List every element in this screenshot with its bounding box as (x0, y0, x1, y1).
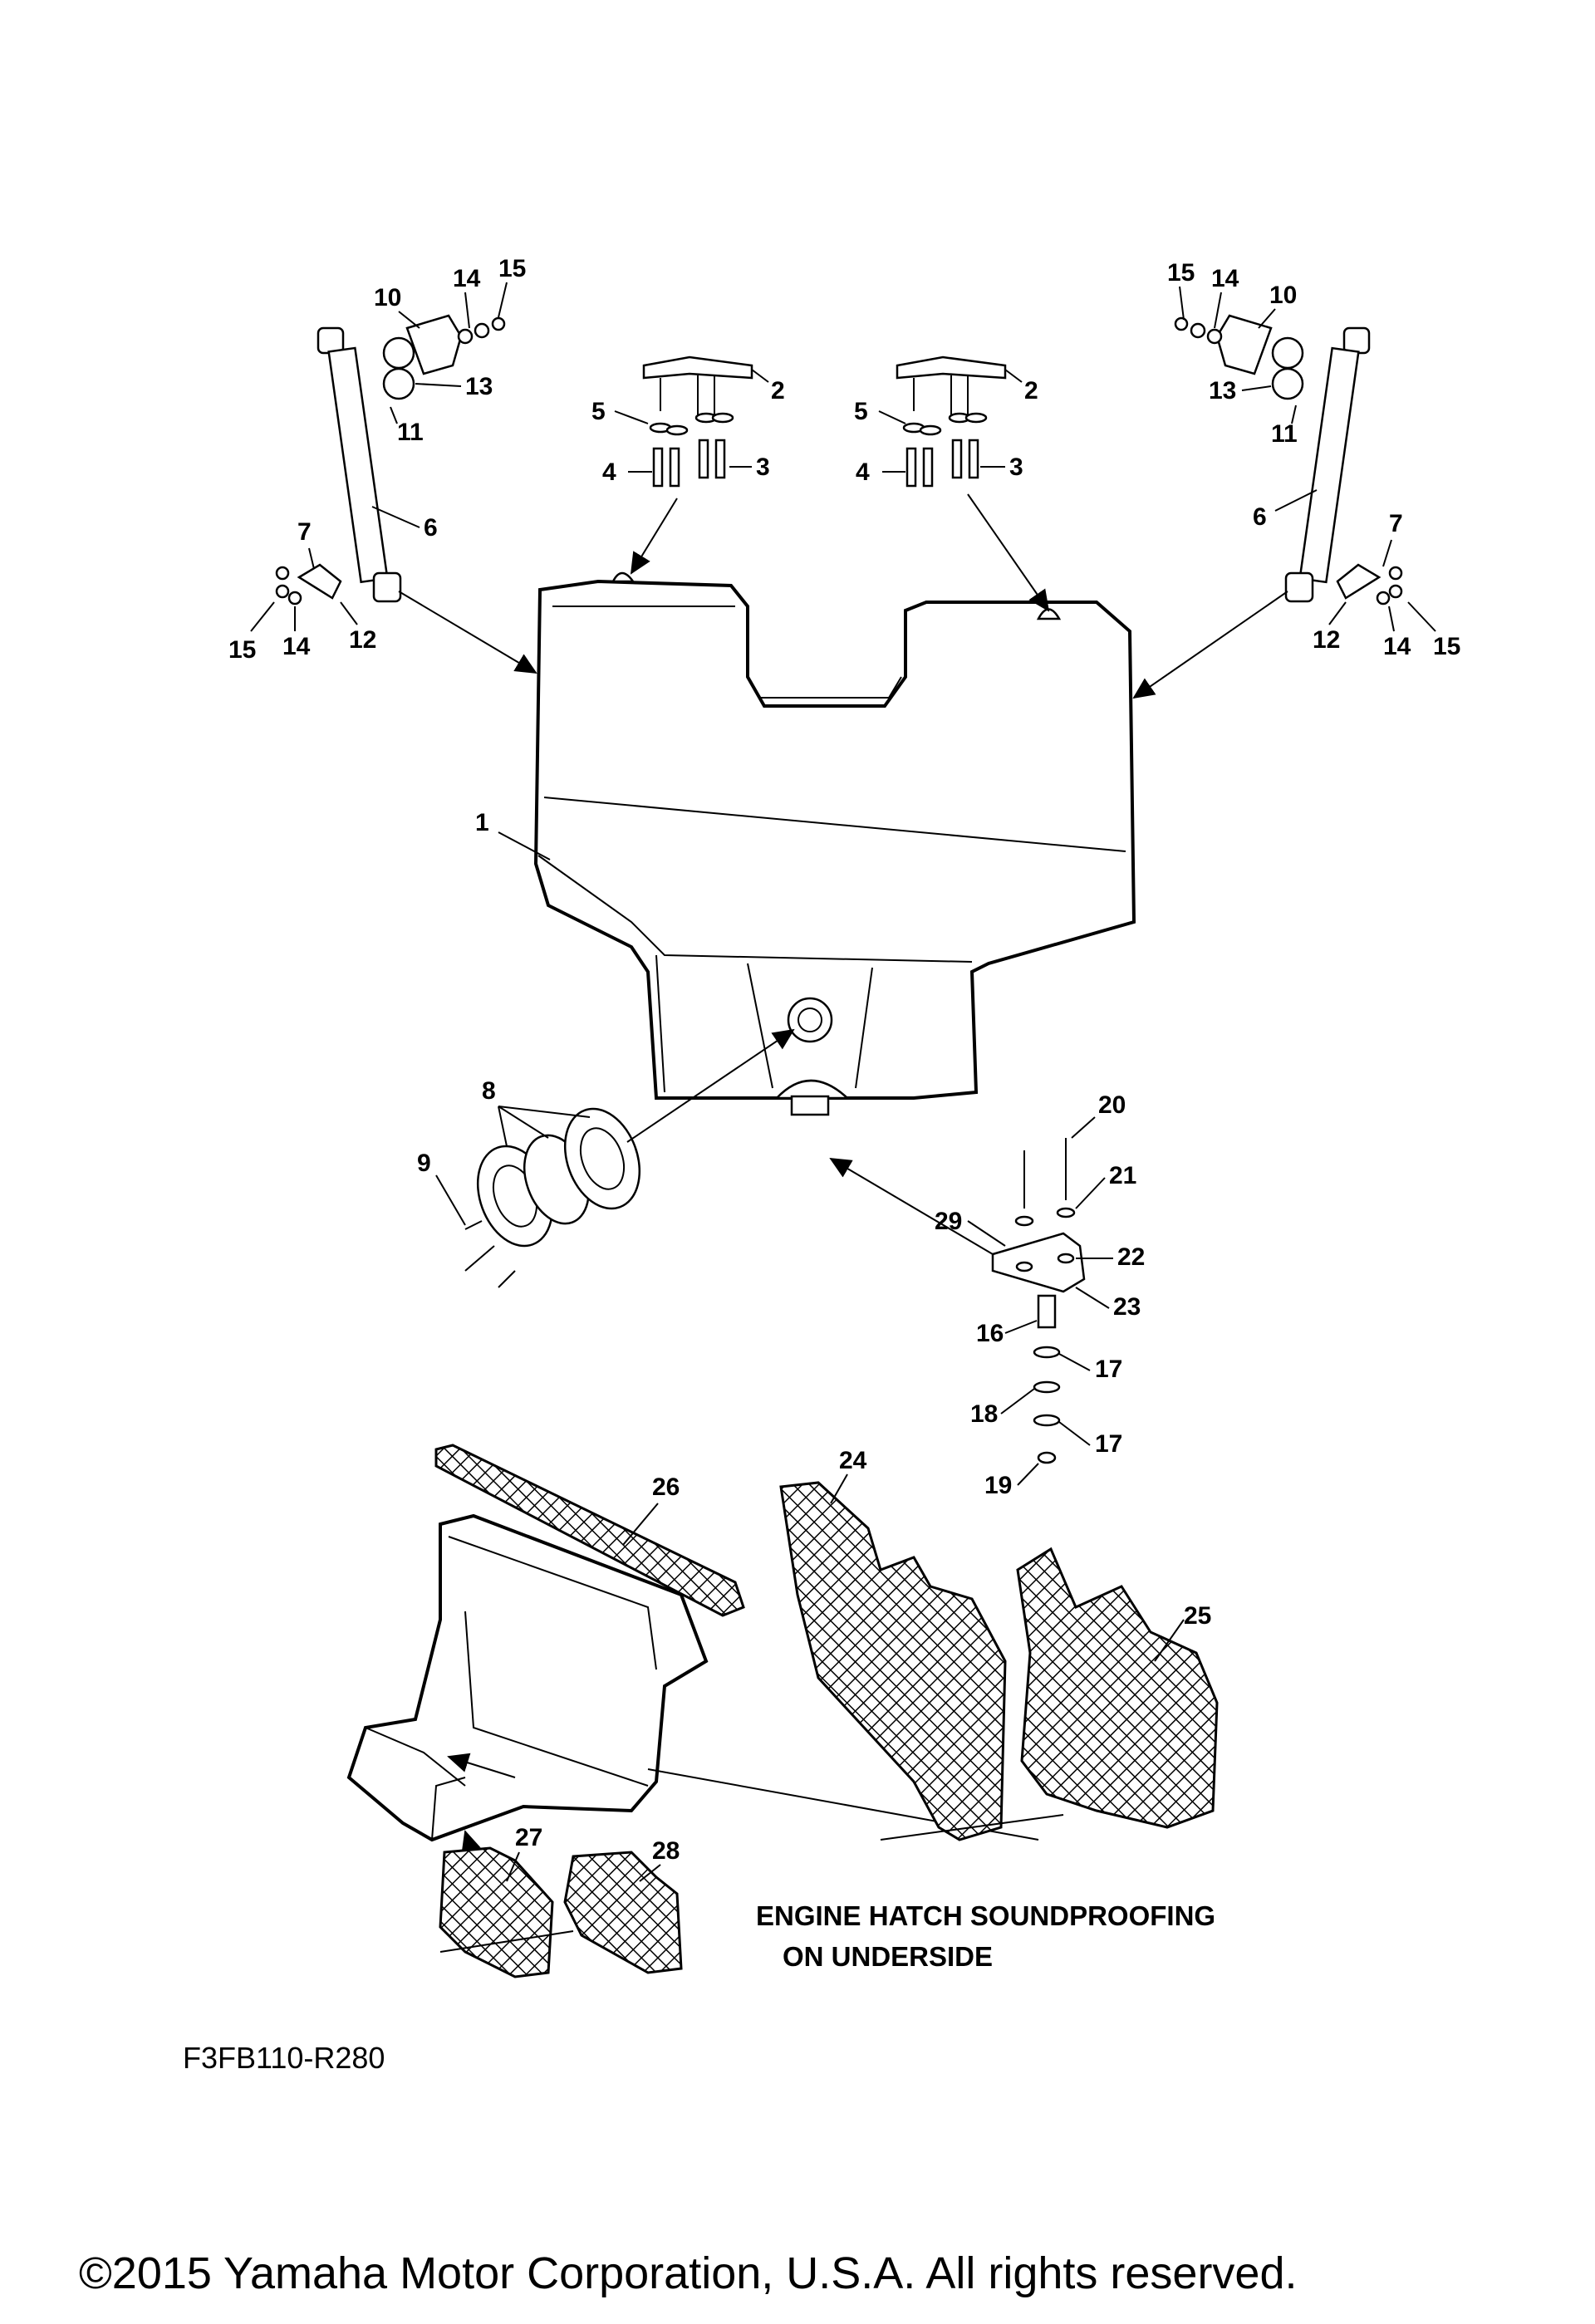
callout-label: 29 (935, 1208, 962, 1235)
foam-pads (434, 1444, 1219, 1978)
callout-label: 10 (374, 284, 401, 311)
gas-strut-right (1132, 314, 1403, 699)
storage-tub (346, 1513, 1039, 1886)
foam-25 (1016, 1547, 1219, 1829)
callout-label: 28 (652, 1837, 680, 1865)
callout-label: 22 (1117, 1243, 1145, 1271)
callout-label: 3 (1009, 454, 1023, 481)
callout-label: 7 (1389, 510, 1403, 537)
callout-label: 14 (1383, 633, 1411, 660)
foam-28 (563, 1851, 683, 1974)
callout-label: 3 (756, 454, 770, 481)
copyright-notice: ©2015 Yamaha Motor Corporation, U.S.A. A… (79, 2248, 1298, 2298)
gas-strut-left (275, 314, 537, 674)
callout-label: 17 (1095, 1356, 1122, 1383)
foam-24 (779, 1481, 1007, 1841)
callout-label: 15 (498, 255, 526, 282)
callout-label: 19 (984, 1472, 1012, 1499)
callout-label: 9 (417, 1150, 431, 1177)
foam-27 (439, 1846, 554, 1978)
callout-label: 1 (475, 809, 489, 836)
callouts-hinge-right: 15 14 10 13 11 6 7 12 14 15 (1167, 259, 1460, 660)
callout-label: 25 (1184, 1602, 1211, 1630)
callout-label: 2 (1024, 377, 1038, 404)
callout-label: 5 (854, 398, 868, 425)
callouts-hinge-left: 10 14 15 13 11 6 7 15 14 12 (228, 255, 526, 664)
callout-label: 14 (1211, 265, 1239, 292)
latch-assembly (829, 1138, 1086, 1464)
vent-assembly (464, 1028, 795, 1288)
callout-label: 15 (228, 636, 256, 664)
callout-label: 13 (465, 373, 493, 400)
callout-label: 6 (1253, 503, 1267, 531)
callout-label: 26 (652, 1473, 680, 1501)
callout-label: 15 (1433, 633, 1460, 660)
callout-label: 12 (1313, 626, 1340, 654)
callouts-foam: 26 24 25 27 28 (506, 1447, 1211, 1882)
callout-label: 21 (1109, 1162, 1136, 1189)
callout-label: 6 (424, 514, 438, 542)
callout-label: 13 (1209, 377, 1236, 404)
engine-hatch (533, 571, 1136, 1116)
callout-label: 20 (1098, 1091, 1126, 1119)
callouts-top: 2 5 3 4 2 5 3 4 (591, 369, 1038, 486)
callout-label: 7 (297, 518, 312, 546)
callout-label: 8 (482, 1077, 496, 1105)
callout-label: 17 (1095, 1430, 1122, 1458)
callout-label: 4 (602, 458, 616, 486)
callout-label: 11 (1271, 420, 1298, 448)
callout-label: 24 (839, 1447, 867, 1474)
callout-label: 5 (591, 398, 606, 425)
callout-label: 12 (349, 626, 376, 654)
diagram-code: F3FB110-R280 (183, 2041, 385, 2075)
callout-label: 11 (397, 419, 424, 446)
callouts-hatch-vent: 1 8 9 (417, 809, 591, 1226)
callout-label: 16 (976, 1320, 1004, 1347)
callout-label: 14 (453, 265, 481, 292)
callout-label: 14 (282, 633, 311, 660)
callout-label: 18 (970, 1400, 998, 1428)
callout-label: 27 (515, 1824, 542, 1851)
callout-label: 2 (771, 377, 785, 404)
hinge-assembly-left (630, 355, 753, 575)
callout-label: 10 (1269, 282, 1297, 309)
callout-label: 15 (1167, 259, 1195, 287)
callouts-latch: 20 21 29 22 23 16 17 18 17 19 (935, 1091, 1145, 1499)
soundproofing-note-line2: ON UNDERSIDE (783, 1941, 993, 1972)
callout-label: 23 (1113, 1293, 1141, 1321)
foam-26 (434, 1444, 745, 1617)
hinge-assembly-right (896, 355, 1050, 612)
callout-label: 4 (856, 458, 870, 486)
soundproofing-note-line1: ENGINE HATCH SOUNDPROOFING (756, 1900, 1215, 1931)
